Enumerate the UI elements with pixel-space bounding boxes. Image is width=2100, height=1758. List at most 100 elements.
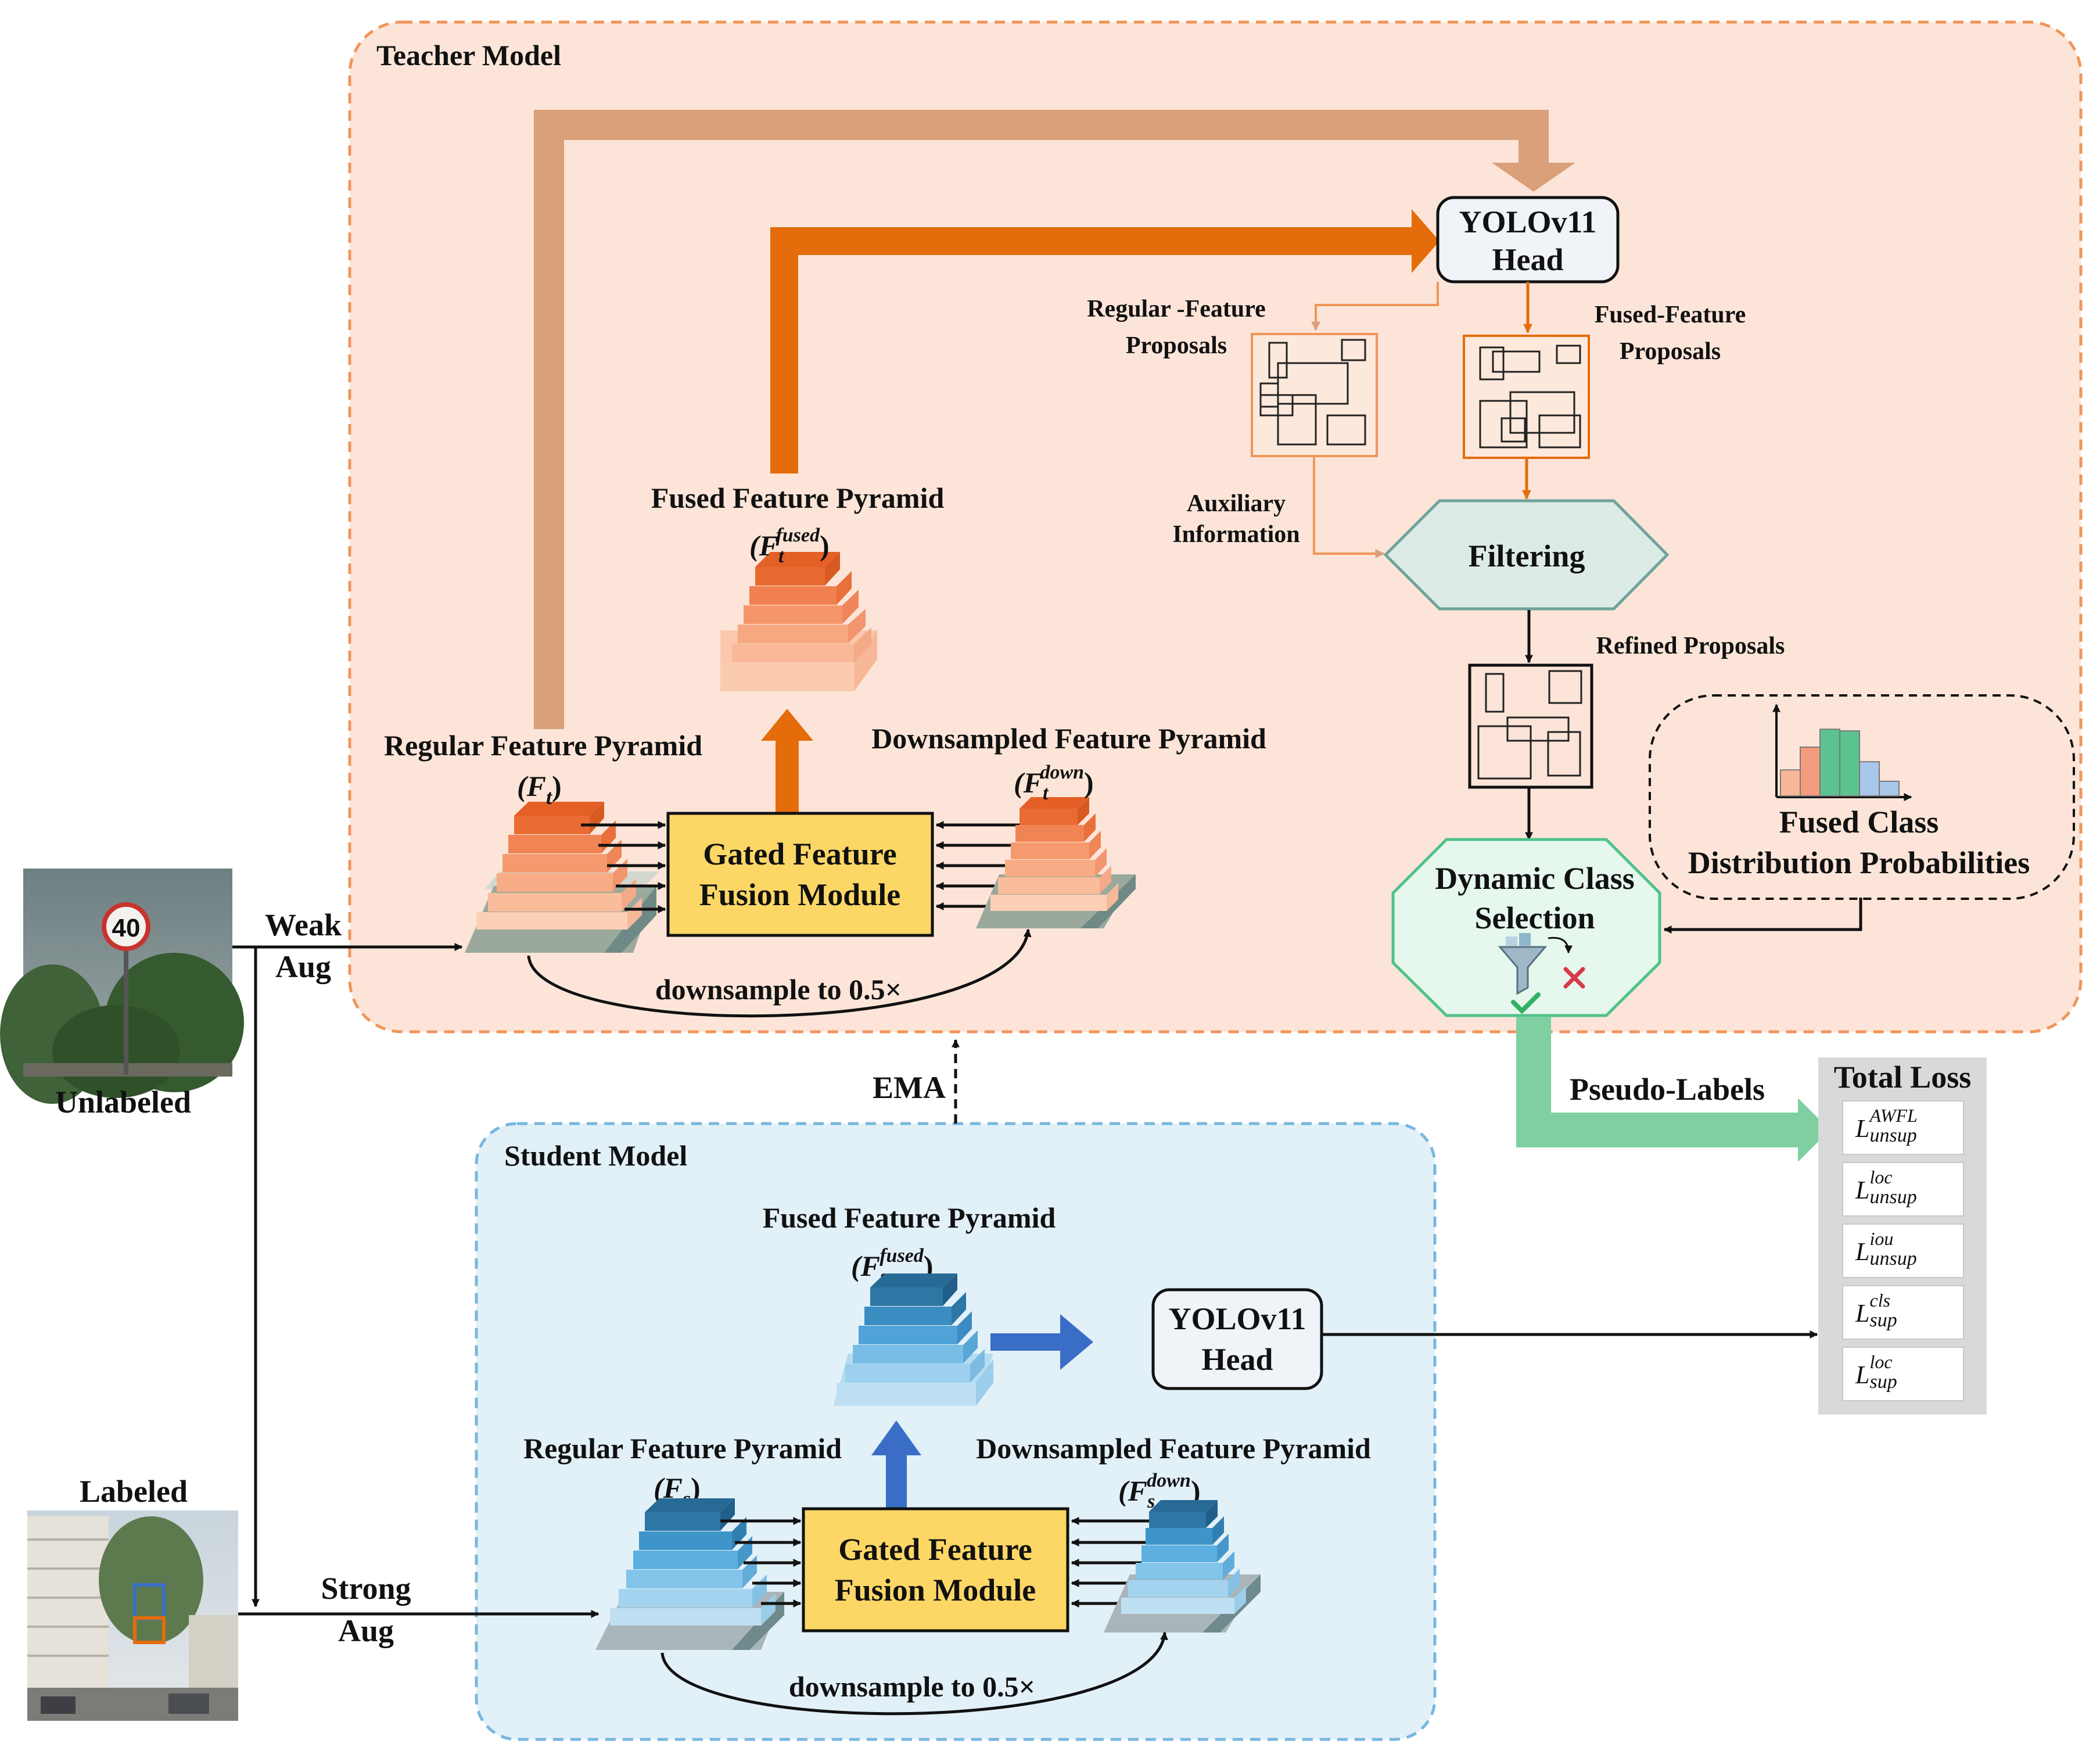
unlabeled-label: Unlabeled	[55, 1085, 191, 1120]
histogram-bar	[1879, 780, 1900, 797]
accept-check-icon	[1511, 992, 1541, 1014]
student-fused-to-head-arrowhead	[1060, 1314, 1093, 1370]
fused-to-head-arrowhead	[1412, 209, 1440, 273]
weak-aug-line2: Aug	[275, 949, 331, 984]
ema-label: EMA	[873, 1070, 946, 1105]
student-head-line2: Head	[1201, 1342, 1273, 1377]
reject-x-icon	[1563, 967, 1585, 989]
fused-class-box	[1649, 694, 2075, 900]
filtering-label: Filtering	[1469, 539, 1585, 573]
gated-to-fused-arrow	[776, 735, 799, 813]
fused-class-to-dcs-arrow	[1663, 898, 1862, 934]
teacher-regular-label: Regular Feature Pyramid	[384, 729, 702, 762]
fused-proposals-line1: Fused-Feature	[1595, 302, 1746, 328]
strong-aug-line2: Aug	[338, 1613, 394, 1648]
student-head-line1: YOLOv11	[1168, 1301, 1306, 1336]
student-down-pyramid	[1104, 1500, 1261, 1633]
teacher-title: Teacher Model	[376, 39, 561, 71]
regular-proposals-box	[1251, 333, 1378, 457]
teacher-down-symbol: (Ftdown)	[1014, 762, 1094, 804]
teacher-down-pyramid	[976, 797, 1136, 928]
student-fused-label: Fused Feature Pyramid	[763, 1201, 1056, 1234]
student-gated-line1: Gated Feature	[838, 1532, 1032, 1567]
dcs-line1: Dynamic Class	[1435, 861, 1635, 896]
svg-text:40: 40	[112, 914, 141, 942]
student-head	[1151, 1288, 1323, 1390]
histogram	[1772, 704, 1912, 801]
teacher-gated-line1: Gated Feature	[703, 837, 896, 871]
refined-label: Refined Proposals	[1596, 633, 1785, 659]
histogram-bar	[1800, 747, 1821, 797]
histogram-bar	[1839, 730, 1860, 797]
labeled-image	[27, 1511, 238, 1721]
fused-proposals-box	[1463, 335, 1590, 459]
teacher-gated-line2: Fusion Module	[699, 877, 901, 912]
teacher-regular-to-gated-arrows	[581, 821, 666, 913]
student-gated-to-fused-arrowhead	[871, 1420, 921, 1455]
student-gated-to-fused-arrow	[886, 1452, 907, 1511]
fused-class-line2: Distribution Probabilities	[1688, 845, 2030, 880]
aux-to-filter-arrow	[1313, 457, 1385, 558]
histogram-bar	[1819, 729, 1840, 797]
student-down-symbol: (Fsdown)	[1118, 1470, 1200, 1512]
refined-proposals-box	[1468, 663, 1593, 789]
labeled-label: Labeled	[80, 1474, 188, 1509]
regular-to-head-arrowhead	[1492, 163, 1575, 192]
teacher-down-to-gated-arrows	[935, 821, 1022, 910]
student-gated-line2: Fusion Module	[835, 1573, 1036, 1608]
histogram-bar	[1859, 761, 1880, 797]
student-downsample-curve	[660, 1631, 1168, 1716]
histogram-bar	[1780, 769, 1801, 797]
unlabeled-image: 40	[0, 869, 244, 1104]
teacher-downsample-curve	[527, 928, 1032, 1018]
funnel-icon	[1498, 933, 1573, 995]
teacher-fused-pyramid	[720, 552, 877, 691]
pseudo-labels-label: Pseudo-Labels	[1570, 1072, 1765, 1107]
teacher-regular-symbol: (Ft)	[517, 770, 562, 809]
gated-to-fused-arrowhead	[761, 709, 813, 741]
teacher-head-line1: YOLOv11	[1459, 204, 1596, 239]
regular-to-head-arrow	[534, 110, 1549, 729]
student-regular-label: Regular Feature Pyramid	[523, 1432, 842, 1465]
student-regular-to-gated-arrows	[720, 1517, 802, 1608]
teacher-fused-label: Fused Feature Pyramid	[651, 482, 945, 514]
dcs-line2: Selection	[1475, 900, 1595, 935]
fused-proposals-line2: Proposals	[1620, 338, 1721, 365]
student-down-label: Downsampled Feature Pyramid	[976, 1432, 1371, 1465]
student-title: Student Model	[504, 1139, 687, 1172]
student-down-to-gated-arrows	[1071, 1517, 1156, 1608]
teacher-down-label: Downsampled Feature Pyramid	[871, 722, 1266, 755]
regular-proposals-line1: Regular -Feature	[1087, 296, 1266, 322]
student-fused-to-head-arrow	[990, 1333, 1063, 1351]
total-loss-title: Total Loss	[1834, 1060, 1972, 1095]
dcs-octagon	[1391, 838, 1661, 1017]
regular-proposals-line2: Proposals	[1126, 332, 1227, 359]
aux-line1: Auxiliary	[1187, 490, 1286, 517]
strong-aug-line1: Strong	[321, 1571, 411, 1606]
student-fused-pyramid	[834, 1273, 993, 1406]
student-gated-module	[802, 1507, 1069, 1633]
aux-line2: Information	[1172, 521, 1300, 548]
teacher-downsample-label: downsample to 0.5×	[655, 973, 902, 1006]
head-to-regular-proposals-arrow	[1311, 282, 1439, 331]
fused-class-line1: Fused Class	[1779, 805, 1939, 839]
teacher-head-line2: Head	[1492, 242, 1563, 277]
student-downsample-label: downsample to 0.5×	[789, 1670, 1035, 1703]
weak-aug-line1: Weak	[265, 907, 342, 942]
filtering-hexagon	[1383, 499, 1670, 611]
teacher-gated-module	[666, 812, 934, 937]
pseudo-labels-arrow	[1516, 1017, 1801, 1147]
student-regular-pyramid	[595, 1498, 784, 1650]
